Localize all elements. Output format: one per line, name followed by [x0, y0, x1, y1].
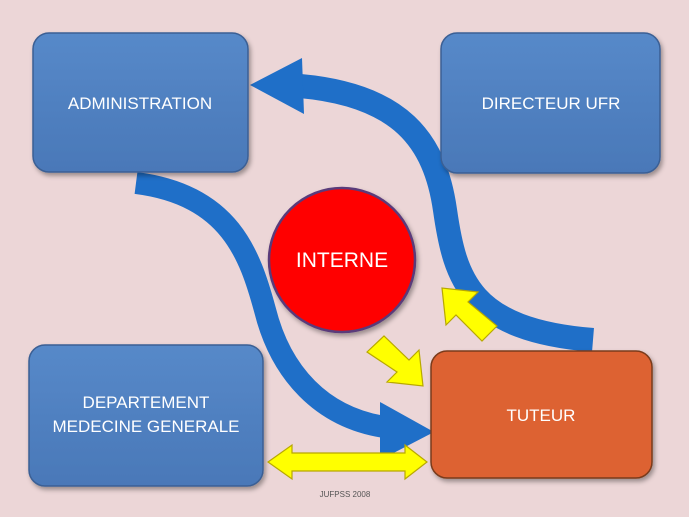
interne-circle	[267, 186, 417, 334]
arrow-tuteur-to-interne	[441, 287, 498, 342]
arrow-administration-to-tuteur	[134, 172, 434, 460]
arrow-tuteur-to-administration	[250, 58, 594, 352]
tuteur-label: TUTEUR	[507, 406, 576, 425]
departement-box	[28, 344, 264, 487]
tuteur-box	[430, 350, 653, 479]
arrow-interne-to-tuteur	[366, 335, 424, 387]
administration-box	[32, 32, 249, 173]
footer-credit: JUFPSS 2008	[320, 490, 371, 499]
administration-label: ADMINISTRATION	[68, 94, 212, 113]
directeur-ufr-label: DIRECTEUR UFR	[482, 94, 621, 113]
directeur-ufr-box	[440, 32, 661, 174]
departement-label-line1: DEPARTEMENT	[83, 393, 210, 412]
departement-label-line2: MEDECINE GENERALE	[52, 417, 239, 436]
interne-label: INTERNE	[296, 249, 388, 272]
arrow-departement-tuteur	[266, 443, 428, 481]
